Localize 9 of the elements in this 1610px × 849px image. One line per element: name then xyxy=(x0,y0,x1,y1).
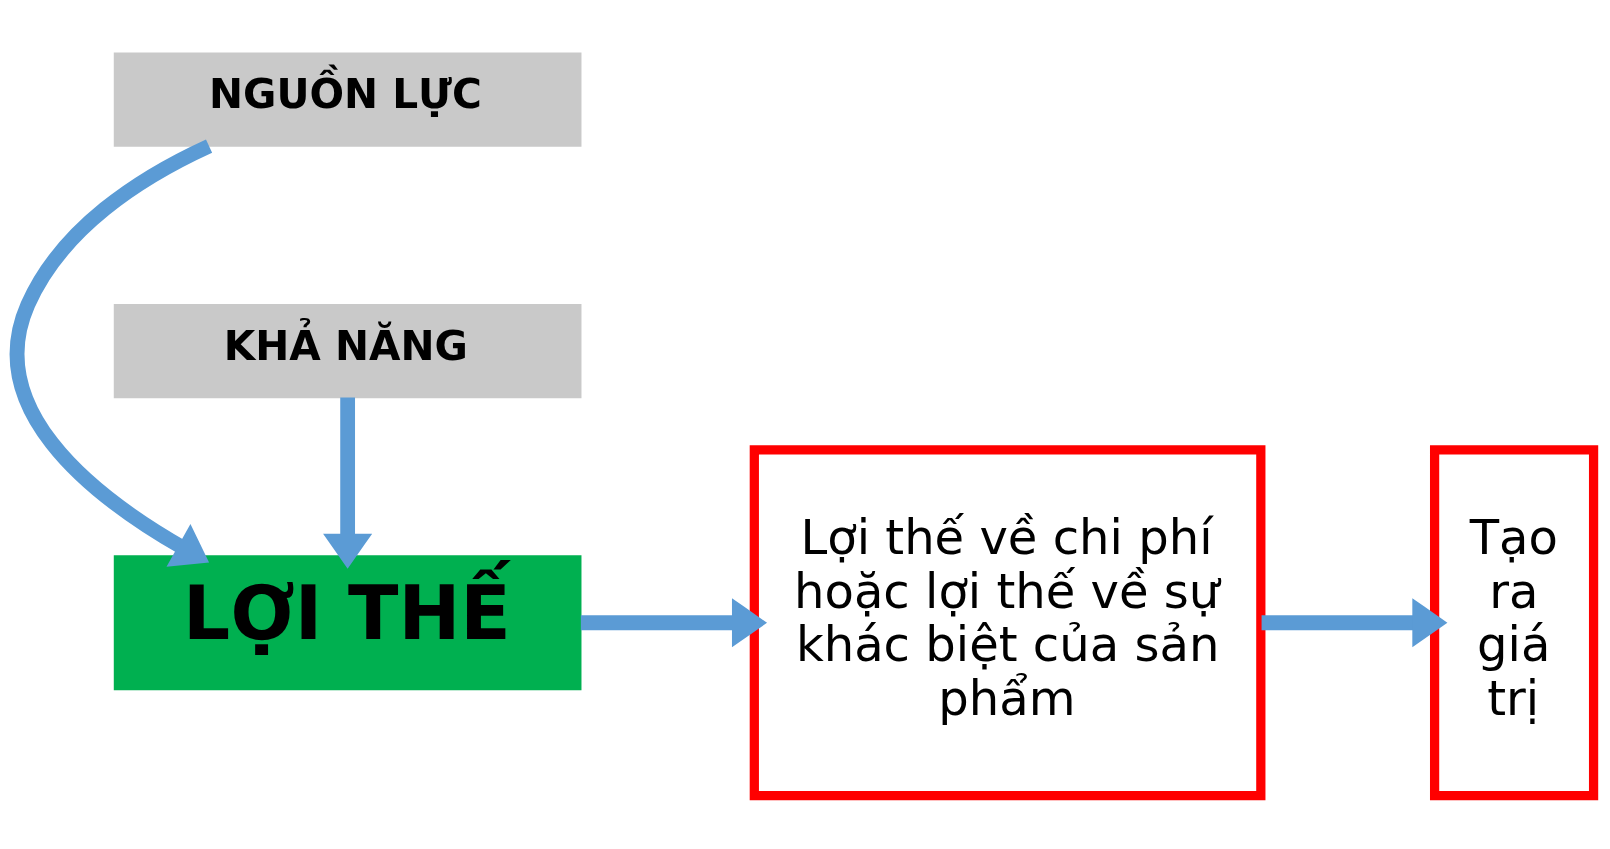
node-box: NGUỒN LỰC xyxy=(113,52,582,147)
node-box: KHẢ NĂNG xyxy=(113,303,582,399)
arrow xyxy=(580,598,768,648)
arrow xyxy=(9,139,213,567)
node-box: Lợi thế về chi phí hoặc lợi thế về sự khác biệt của sản phẩm xyxy=(749,445,1266,801)
node-box: LỢI THẾ xyxy=(113,555,582,691)
arrow xyxy=(1261,598,1448,648)
arrow xyxy=(323,397,373,569)
node-box: Tạo ra giá trị xyxy=(1430,445,1599,801)
